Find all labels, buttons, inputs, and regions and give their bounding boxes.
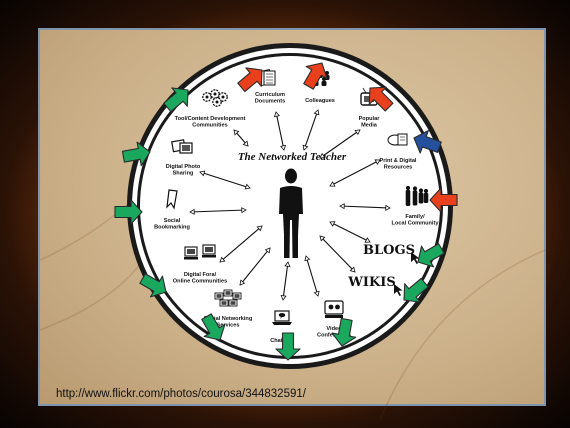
node-label-wikis: WIKIS (347, 275, 395, 290)
books-icon (387, 133, 408, 146)
connector-social-net (239, 247, 271, 286)
callout-arrow-curriculum (237, 67, 263, 93)
callout-arrow-colleagues (303, 62, 328, 90)
callout-arrow-video (331, 317, 357, 347)
node-fora: Digital Fora/Online Communities (173, 244, 227, 284)
connector-arrows (189, 109, 391, 301)
callout-arrow-photo (121, 141, 151, 167)
node-label-fora: Digital Fora/ (184, 272, 217, 278)
connector-bookmarking (189, 207, 247, 215)
node-label-bookmarking: Social (164, 218, 181, 224)
diagram-title: The Networked Teacher (238, 151, 347, 163)
node-label-popular-media: Media (361, 122, 378, 128)
callout-arrows (114, 62, 458, 361)
connector-popular-media (319, 129, 361, 159)
callout-arrow-bookmarking (114, 199, 143, 225)
teacher-figure-icon (279, 168, 303, 258)
node-label-colleagues: Colleagues (305, 98, 335, 104)
connector-photo (199, 170, 251, 190)
source-url[interactable]: http://www.flickr.com/photos/courosa/344… (56, 388, 306, 400)
callout-arrow-tool-dev (163, 87, 189, 113)
callout-arrow-wikis (403, 277, 429, 303)
connector-video (304, 255, 320, 297)
node-label-blogs: BLOGS (363, 243, 415, 258)
node-label-popular-media: Popular (359, 116, 381, 122)
node-label-social-net: Services (216, 322, 239, 328)
callout-arrow-chat (275, 332, 301, 361)
connector-curriculum (273, 111, 287, 151)
node-label-video: Video (326, 326, 342, 332)
node-label-photo: Sharing (173, 170, 194, 176)
connector-chat (280, 261, 291, 301)
node-label-tool-dev: Tool/Content Development (175, 116, 246, 122)
callout-arrow-family (429, 187, 458, 213)
node-label-print-digital: Resources (384, 164, 413, 170)
cursor-icon (394, 284, 403, 296)
cursor-icon (411, 252, 420, 264)
connector-fora (219, 225, 263, 263)
node-family: Family/Local Community (392, 185, 440, 226)
forum-computers-icon (184, 244, 216, 260)
callout-arrow-social-net (201, 313, 226, 341)
connector-colleagues (302, 109, 320, 151)
bookmark-icon (166, 189, 178, 210)
gears-icon (202, 89, 228, 107)
node-label-print-digital: Print & Digital (380, 158, 417, 164)
node-label-photo: Digital Photo (166, 164, 201, 170)
family-icon (405, 185, 429, 206)
node-label-family: Local Community (392, 220, 440, 226)
laptop-chat-icon (272, 310, 292, 325)
node-wikis: WIKIS (347, 275, 403, 296)
node-blogs: BLOGS (363, 243, 420, 264)
node-label-curriculum: Curriculum (255, 92, 285, 98)
connector-family (339, 203, 391, 211)
callout-arrow-fora (139, 273, 167, 298)
node-label-family: Family/ (405, 214, 425, 220)
callout-arrow-print-digital (413, 129, 442, 154)
callout-arrow-popular-media (368, 86, 394, 112)
connector-blogs (329, 221, 371, 243)
connector-tool-dev (233, 129, 249, 147)
node-label-social-net: Social Networking (204, 316, 253, 322)
network-computers-icon (214, 289, 242, 307)
photos-icon (171, 139, 193, 154)
node-label-fora: Online Communities (173, 278, 227, 284)
connector-wikis (319, 235, 356, 273)
callout-arrow-blogs (417, 243, 445, 268)
connector-print-digital (329, 159, 381, 187)
node-label-bookmarking: Bookmarking (154, 224, 190, 230)
node-label-curriculum: Documents (255, 98, 285, 104)
video-conference-icon (324, 300, 344, 318)
node-label-tool-dev: Communities (192, 122, 227, 128)
